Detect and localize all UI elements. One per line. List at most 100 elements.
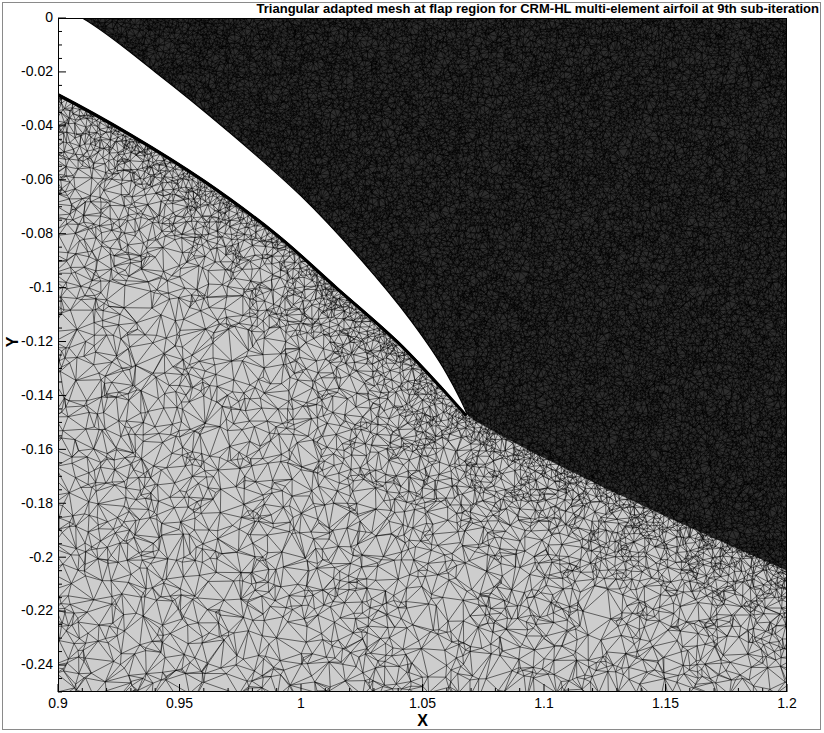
axis-tick (58, 58, 62, 59)
plot-border (59, 19, 787, 692)
x-tick-label: 1.1 (534, 696, 553, 711)
axis-tick (592, 688, 593, 692)
x-tick-label: 0.9 (48, 696, 67, 711)
axis-tick (349, 688, 350, 692)
x-tick-label: 1 (297, 696, 305, 711)
x-axis-title: X (417, 712, 428, 730)
axis-tick (58, 355, 62, 356)
axis-tick (738, 688, 739, 692)
axis-tick (325, 688, 326, 692)
y-tick-label: -0.02 (21, 64, 53, 79)
axis-tick (58, 314, 62, 315)
x-tick-label: 1.15 (652, 696, 679, 711)
y-tick-label: -0.18 (21, 496, 53, 511)
mesh-area (58, 18, 787, 692)
x-tick-label: 0.95 (166, 696, 193, 711)
axis-tick (787, 684, 788, 692)
axis-tick (58, 449, 66, 450)
axis-tick (276, 688, 277, 692)
axis-tick (58, 678, 62, 679)
axis-tick (155, 688, 156, 692)
axis-tick (58, 112, 62, 113)
axis-tick (203, 688, 204, 692)
axis-tick (58, 368, 62, 369)
y-tick-label: -0.1 (29, 280, 53, 295)
axis-tick (58, 584, 62, 585)
axis-tick (762, 688, 763, 692)
x-tick-label: 1.2 (777, 696, 796, 711)
axis-tick (58, 530, 62, 531)
axis-tick (228, 688, 229, 692)
axis-tick (58, 328, 62, 329)
axis-tick (58, 489, 62, 490)
axis-tick (58, 179, 66, 180)
boundary-layer-mesh (58, 60, 466, 416)
axis-tick (58, 570, 62, 571)
axis-tick (58, 125, 66, 126)
y-tick-label: -0.12 (21, 334, 53, 349)
axis-tick (58, 206, 62, 207)
y-tick-label: -0.06 (21, 172, 53, 187)
axis-tick (58, 44, 62, 45)
axis-tick (58, 422, 62, 423)
axis-tick (58, 665, 66, 666)
axis-tick (446, 688, 447, 692)
axis-tick (58, 476, 62, 477)
axis-tick (106, 688, 107, 692)
axis-tick (58, 166, 62, 167)
axis-tick (58, 220, 62, 221)
axis-tick (58, 260, 62, 261)
axis-tick (58, 85, 62, 86)
axis-tick (58, 31, 62, 32)
axis-tick (544, 684, 545, 692)
axis-tick (641, 688, 642, 692)
y-tick-label: -0.04 (21, 118, 53, 133)
axis-tick (252, 688, 253, 692)
axis-tick (58, 651, 62, 652)
axis-tick (58, 557, 66, 558)
axis-tick (58, 301, 62, 302)
axis-tick (495, 688, 496, 692)
axis-tick (373, 688, 374, 692)
axis-tick (665, 684, 666, 692)
axis-tick (130, 688, 131, 692)
axis-tick (58, 435, 62, 436)
axis-tick (58, 233, 66, 234)
y-tick-label: -0.22 (21, 603, 53, 618)
axis-tick (714, 688, 715, 692)
y-tick-label: -0.24 (21, 657, 53, 672)
axis-tick (58, 611, 66, 612)
axis-tick (58, 395, 66, 396)
axis-tick (58, 71, 66, 72)
y-tick-label: -0.16 (21, 442, 53, 457)
axis-tick (58, 624, 62, 625)
axis-tick (58, 152, 62, 153)
y-tick-label: -0.08 (21, 226, 53, 241)
chart-title: Triangular adapted mesh at flap region f… (257, 2, 819, 16)
x-tick-label: 1.05 (409, 696, 436, 711)
axis-tick (58, 543, 62, 544)
axis-tick (301, 684, 302, 692)
axis-tick (58, 503, 66, 504)
axis-tick (58, 684, 59, 692)
axis-tick (58, 381, 62, 382)
axis-tick (58, 408, 62, 409)
flap-element (58, 18, 466, 414)
axis-tick (58, 287, 66, 288)
axis-tick (58, 18, 66, 19)
y-tick-label: -0.2 (29, 550, 53, 565)
axis-tick (58, 98, 62, 99)
axis-tick (568, 688, 569, 692)
axis-tick (82, 688, 83, 692)
y-axis-title: Y (3, 336, 21, 347)
y-tick-label: -0.14 (21, 388, 53, 403)
axis-tick (689, 688, 690, 692)
axis-tick (58, 247, 62, 248)
axis-tick (179, 684, 180, 692)
axis-tick (58, 462, 62, 463)
axis-tick (519, 688, 520, 692)
axis-tick (58, 139, 62, 140)
axis-tick (616, 688, 617, 692)
axis-tick (471, 688, 472, 692)
